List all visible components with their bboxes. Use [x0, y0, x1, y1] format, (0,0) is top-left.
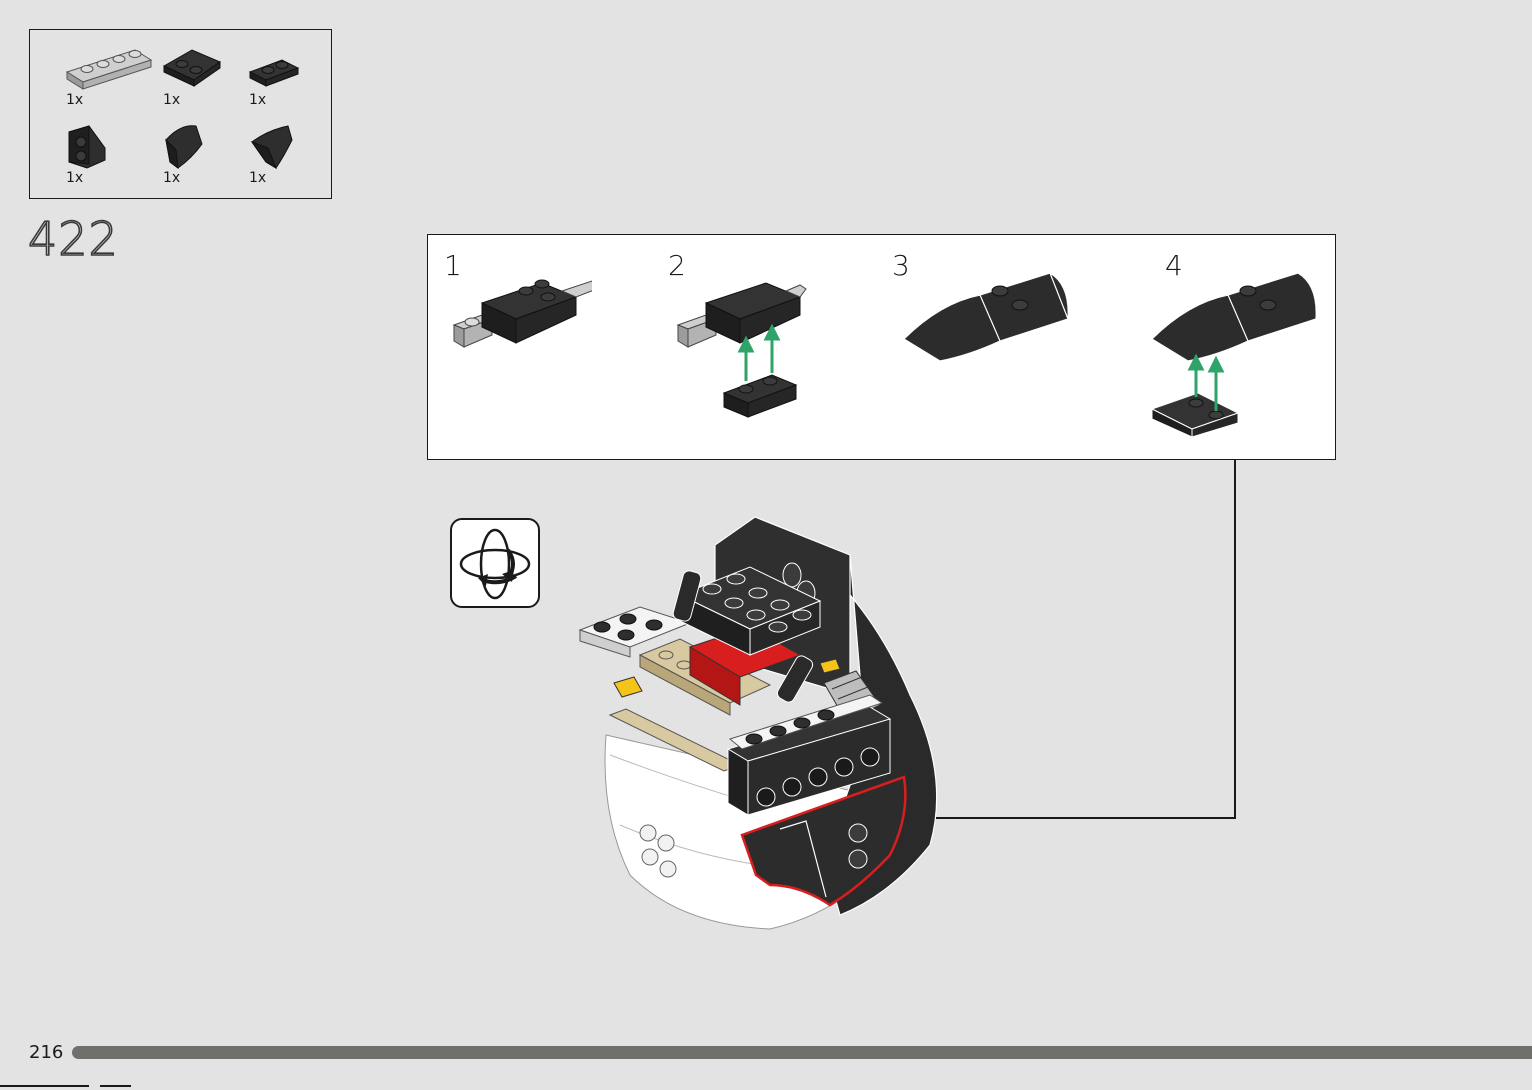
part-qty: 1x	[249, 170, 266, 186]
rotate-model-icon	[450, 518, 540, 608]
footer-divider	[0, 1085, 89, 1087]
plate-1x2-black-icon	[248, 54, 303, 92]
part-qty: 1x	[249, 92, 266, 108]
curved-slope-black-mirror-icon	[248, 122, 298, 172]
plate-1x4-light-gray-icon	[65, 42, 155, 92]
substep-3-assembly-icon	[900, 269, 1080, 369]
part-qty: 1x	[66, 170, 83, 186]
substep-4-assembly-icon	[1148, 269, 1328, 449]
part-qty: 1x	[163, 92, 180, 108]
part-qty: 1x	[66, 92, 83, 108]
step-number: 422	[28, 212, 119, 266]
parts-list-box: 1x 1x 1x 1x 1x 1x	[29, 29, 332, 199]
wedge-plate-black-icon	[162, 44, 227, 92]
part-qty: 1x	[163, 170, 180, 186]
bracket-black-icon	[65, 124, 110, 172]
substep-2-assembly-icon	[676, 275, 816, 425]
page-number: 216	[29, 1042, 63, 1063]
progress-bar	[72, 1046, 1532, 1059]
substep-1-assembly-icon	[452, 275, 592, 355]
sub-assembly-callout: 1 2 3 4	[427, 234, 1336, 460]
main-model-assembly	[570, 515, 950, 935]
curved-slope-black-icon	[162, 122, 207, 172]
footer-divider	[100, 1085, 131, 1087]
